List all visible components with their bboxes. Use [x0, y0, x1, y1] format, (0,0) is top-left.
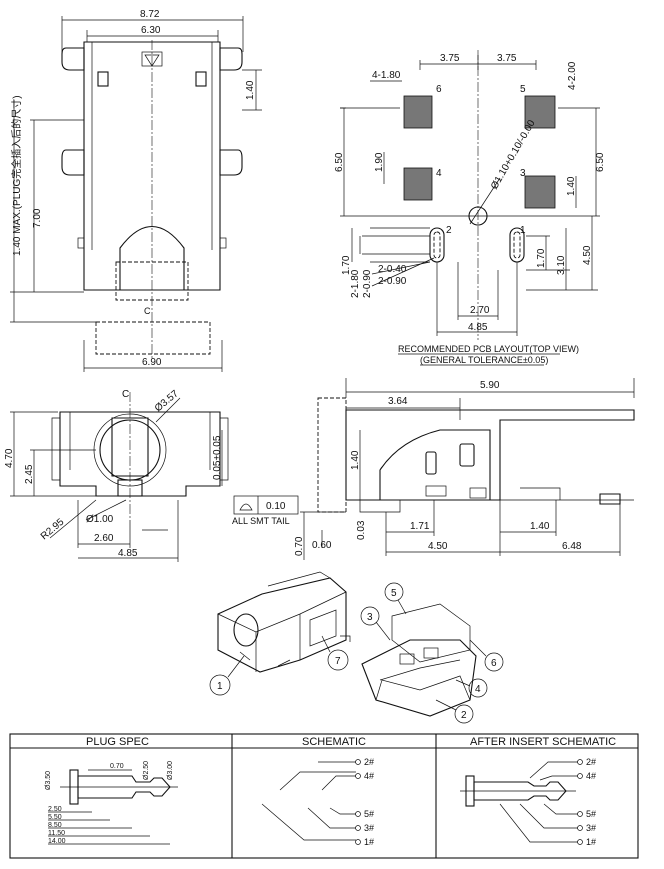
pcb-layout: 3.75 3.75 4-1.80 4-2.00 6 5 4 3 6.50 6.5… — [334, 50, 606, 366]
schematic-pin-2: 2# — [364, 757, 374, 767]
after-pin-3: 3# — [586, 823, 596, 833]
dim-inner-width: 6.30 — [141, 25, 161, 36]
dim-pad-right: 4-2.00 — [567, 61, 578, 90]
dim-pad-left: 4-1.80 — [372, 70, 401, 81]
centerline-mark: C — [144, 306, 151, 316]
dim-front-2-60: 2.60 — [94, 533, 114, 544]
top-view: 8.72 6.30 C 1.40 — [10, 9, 262, 372]
dim-front-radius: R2.95 — [39, 516, 67, 542]
dim-side-1-71: 1.71 — [410, 521, 430, 532]
after-pin-5: 5# — [586, 809, 596, 819]
plug-len-2: 5.50 — [48, 814, 62, 821]
pcb-pad-3 — [524, 175, 556, 209]
dim-side-total: 5.90 — [480, 380, 500, 391]
callout-5: 5 — [391, 588, 397, 599]
dim-front-height: 4.70 — [4, 448, 15, 468]
pcb-layout-title: RECOMMENDED PCB LAYOUT(TOP VIEW) — [398, 344, 579, 354]
header-schematic: SCHEMATIC — [302, 736, 366, 748]
after-pin-4: 4# — [586, 771, 596, 781]
plug-len-4: 11.50 — [48, 830, 65, 837]
front-view: C Ø3.57 4.70 2.45 0.05±0.05 R2.95 Ø1.00 … — [4, 388, 299, 562]
pcb-pad-4 — [403, 167, 433, 201]
header-plug-spec: PLUG SPEC — [86, 736, 149, 748]
dim-side-0-60: 0.60 — [312, 540, 332, 551]
plug-len-1: 2.50 — [48, 806, 62, 813]
dim-right-1: 1.70 — [536, 248, 547, 268]
dim-front-offset: 0.05±0.05 — [212, 435, 223, 480]
dim-slot2: 2-0.90 — [378, 276, 407, 287]
dim-right-3: 4.50 — [582, 245, 593, 265]
dim-side-0-70: 0.70 — [294, 536, 305, 556]
plug-dim-d2: Ø2.50 — [143, 761, 150, 780]
dim-side-1-40-v: 1.40 — [350, 450, 361, 470]
dim-mid: 2.70 — [470, 305, 490, 316]
pad-number-5: 5 — [520, 84, 526, 95]
pad-number-4: 4 — [436, 168, 442, 179]
plug-len-5: 14.00 — [48, 838, 66, 845]
plug-dim-d1: Ø3.50 — [45, 771, 52, 790]
dim-side-1-40-h: 1.40 — [530, 521, 550, 532]
dim-plug-max: 1.40 MAX.(PLUG完全插入后的尺寸) — [10, 95, 23, 256]
callout-6: 6 — [491, 658, 497, 669]
schematic-pin-3: 3# — [364, 823, 374, 833]
dim-overall-width: 8.72 — [140, 9, 160, 20]
dim-pad3: 1.40 — [566, 176, 577, 196]
dim-left-1: 1.70 — [341, 255, 352, 275]
dim-bottom-width: 6.90 — [142, 357, 162, 368]
dim-height-left: 6.50 — [334, 152, 345, 172]
header-after-insert: AFTER INSERT SCHEMATIC — [470, 736, 616, 748]
dim-front-mid: 2.45 — [24, 464, 35, 484]
front-centerline: C — [122, 389, 129, 400]
schematic-pin-4: 4# — [364, 771, 374, 781]
dim-right-tab: 1.40 — [245, 80, 256, 100]
callout-1: 1 — [217, 681, 223, 692]
dim-left-3: 2-0.90 — [362, 269, 373, 298]
dim-side-6-48: 6.48 — [562, 541, 582, 552]
schematic-pin-1: 1# — [364, 837, 374, 847]
dim-slot1: 2-0.40 — [378, 264, 407, 275]
flatness-value: 0.10 — [266, 501, 286, 512]
pad-number-1: 1 — [520, 225, 526, 236]
callout-3: 3 — [367, 612, 373, 623]
dim-pad4: 1.90 — [374, 152, 385, 172]
plug-spec-drawing: 0.70 Ø3.50 Ø2.50 Ø3.00 2.50 5.50 8.50 11… — [45, 761, 178, 845]
dim-bottom: 4.85 — [468, 322, 488, 333]
dim-side-4-50: 4.50 — [428, 541, 448, 552]
callout-4: 4 — [475, 684, 481, 695]
schematic-pin-5: 5# — [364, 809, 374, 819]
dim-pitch-left: 3.75 — [440, 53, 460, 64]
after-insert-drawing: 2# 4# 5# 3# 1# — [460, 757, 596, 847]
plug-len-3: 8.50 — [48, 822, 62, 829]
pad-number-2: 2 — [446, 225, 452, 236]
spec-table: PLUG SPEC SCHEMATIC AFTER INSERT SCHEMAT… — [9, 733, 639, 859]
dim-height: 7.00 — [32, 208, 43, 228]
flatness-note: ALL SMT TAIL — [232, 516, 290, 526]
dim-pitch-right: 3.75 — [497, 53, 517, 64]
callout-2: 2 — [461, 710, 467, 721]
pad-number-6: 6 — [436, 84, 442, 95]
plug-dim-top: 0.70 — [110, 763, 124, 770]
schematic-drawing: 2# 4# 5# 3# 1# — [261, 757, 374, 847]
side-view: 5.90 3.64 1.40 0.70 0.60 0.03 1.71 4.50 — [294, 378, 635, 560]
pcb-layout-subtitle: (GENERAL TOLERANCE±0.05) — [420, 355, 548, 365]
pad-number-3: 3 — [520, 168, 526, 179]
dim-front-4-85: 4.85 — [118, 548, 138, 559]
dim-left-2: 2-1.80 — [350, 269, 361, 298]
dim-front-post: Ø1.00 — [86, 514, 114, 525]
dim-height-right: 6.50 — [595, 152, 606, 172]
after-pin-2: 2# — [586, 757, 596, 767]
callout-7: 7 — [335, 656, 341, 667]
after-pin-1: 1# — [586, 837, 596, 847]
pcb-pad-6 — [403, 95, 433, 129]
dim-side-3-64: 3.64 — [388, 396, 408, 407]
dim-side-0-03: 0.03 — [356, 520, 367, 540]
dim-right-2: 3.10 — [556, 255, 567, 275]
pcb-pad-5 — [524, 95, 556, 129]
isometric-views: 1 7 3 5 6 4 2 — [209, 571, 504, 724]
plug-dim-d3: Ø3.00 — [167, 761, 174, 780]
